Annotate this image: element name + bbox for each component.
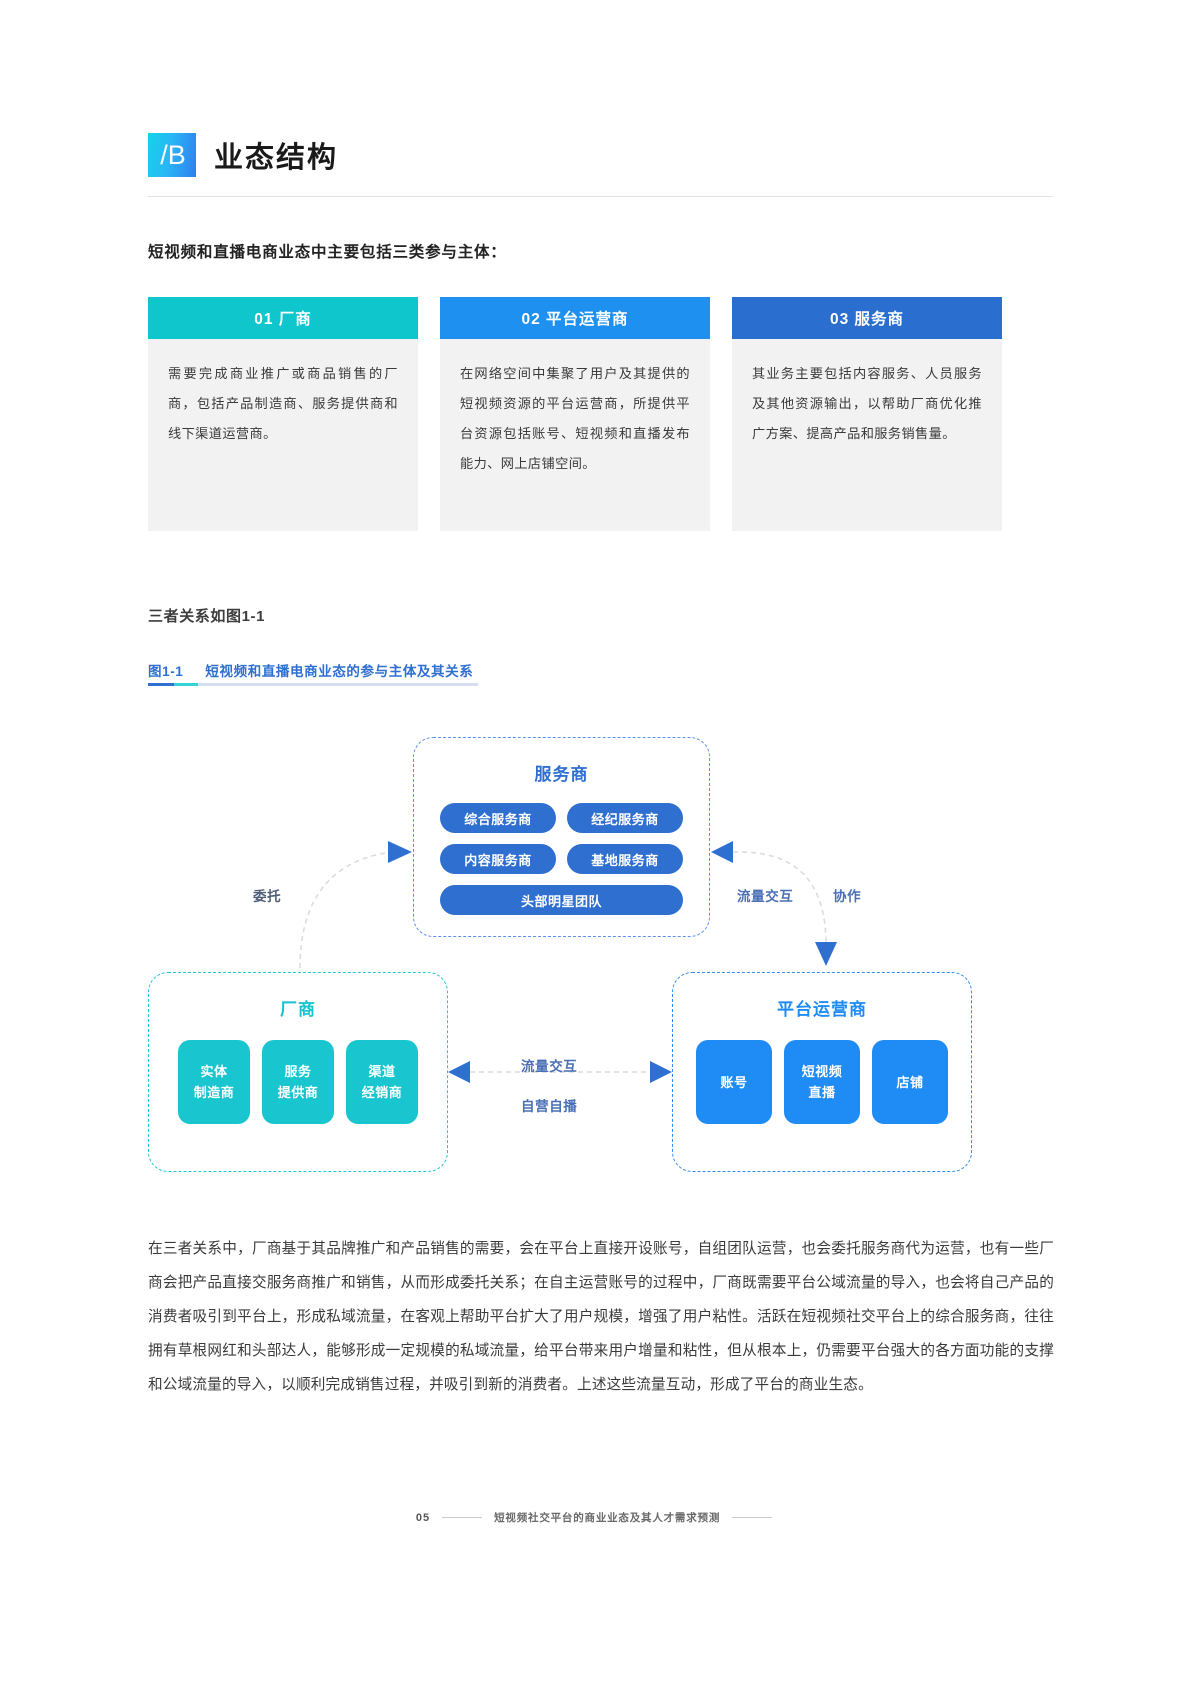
participant-cards: 01 厂商 需要完成商业推广或商品销售的厂商，包括产品制造商、服务提供商和线下渠… bbox=[148, 297, 1002, 531]
body-paragraph: 在三者关系中，厂商基于其品牌推广和产品销售的需要，会在平台上直接开设账号，自组团… bbox=[148, 1241, 1054, 1393]
figure-caption-rule bbox=[148, 683, 478, 686]
diagram-service-provider-title: 服务商 bbox=[534, 765, 589, 784]
footer-title: 短视频社交平台的商业业态及其人才需求预测 bbox=[494, 1512, 721, 1524]
diagram-tile-entity-manufacturer: 实体 制造商 bbox=[178, 1040, 250, 1124]
section-header: /B 业态结构 bbox=[148, 133, 338, 177]
diagram-tile-account: 账号 bbox=[696, 1040, 772, 1124]
card-service-provider-header: 03 服务商 bbox=[732, 297, 1002, 339]
relationship-diagram: 服务商 综合服务商 经纪服务商 内容服务商 基地服务商 头部明星团队 厂商 实体… bbox=[0, 700, 1200, 1200]
figure-intro-text: 三者关系如图1-1 bbox=[148, 608, 266, 625]
diagram-service-provider-box: 服务商 综合服务商 经纪服务商 内容服务商 基地服务商 头部明星团队 bbox=[413, 737, 710, 937]
diagram-pill-star-team: 头部明星团队 bbox=[440, 885, 683, 915]
diagram-pill-content-service: 内容服务商 bbox=[440, 844, 556, 874]
footer-divider-right bbox=[732, 1517, 773, 1518]
diagram-label-traffic-exchange-right: 流量交互 bbox=[737, 889, 794, 904]
tile-line-2: 提供商 bbox=[277, 1085, 319, 1100]
tile-line-1: 渠道 bbox=[368, 1064, 396, 1079]
tile-line-1: 实体 bbox=[200, 1064, 228, 1079]
footer-divider bbox=[442, 1517, 483, 1518]
card-platform-operator: 02 平台运营商 在网络空间中集聚了用户及其提供的短视频资源的平台运营商，所提供… bbox=[440, 297, 710, 531]
tile-line-1: 服务 bbox=[284, 1064, 312, 1079]
footer-page-number: 05 bbox=[415, 1511, 431, 1524]
diagram-tile-store: 店铺 bbox=[872, 1040, 948, 1124]
diagram-manufacturer-title: 厂商 bbox=[280, 1000, 316, 1019]
diagram-tile-channel-distributor: 渠道 经销商 bbox=[346, 1040, 418, 1124]
card-platform-operator-body: 在网络空间中集聚了用户及其提供的短视频资源的平台运营商，所提供平台资源包括账号、… bbox=[440, 339, 710, 531]
lead-text: 短视频和直播电商业态中主要包括三类参与主体： bbox=[148, 244, 507, 261]
figure-caption: 图1-1 短视频和直播电商业态的参与主体及其关系 bbox=[148, 660, 473, 680]
caption-rule-seg-teal bbox=[174, 683, 198, 686]
diagram-manufacturer-box: 厂商 实体 制造商 服务 提供商 渠道 经销商 bbox=[148, 972, 448, 1172]
page-footer: 05 短视频社交平台的商业业态及其人才需求预测 bbox=[0, 1510, 1200, 1525]
diagram-connectors bbox=[299, 841, 837, 1083]
card-platform-operator-header: 02 平台运营商 bbox=[440, 297, 710, 339]
card-manufacturer: 01 厂商 需要完成商业推广或商品销售的厂商，包括产品制造商、服务提供商和线下渠… bbox=[148, 297, 418, 531]
tile-line-2: 制造商 bbox=[193, 1085, 235, 1100]
card-manufacturer-header: 01 厂商 bbox=[148, 297, 418, 339]
card-manufacturer-body: 需要完成商业推广或商品销售的厂商，包括产品制造商、服务提供商和线下渠道运营商。 bbox=[148, 339, 418, 531]
diagram-tile-short-video-live: 短视频 直播 bbox=[784, 1040, 860, 1124]
tile-line-1: 店铺 bbox=[896, 1074, 924, 1090]
header-divider bbox=[148, 196, 1053, 197]
diagram-platform-operator-box: 平台运营商 账号 短视频 直播 店铺 bbox=[672, 972, 972, 1172]
caption-rule-seg-light bbox=[198, 683, 478, 686]
figure-caption-text: 短视频和直播电商业态的参与主体及其关系 bbox=[205, 664, 474, 679]
diagram-pill-agency-service: 经纪服务商 bbox=[567, 803, 683, 833]
diagram-label-entrust: 委托 bbox=[253, 889, 282, 904]
tile-line-1: 账号 bbox=[720, 1074, 748, 1090]
diagram-service-provider-items: 综合服务商 经纪服务商 内容服务商 基地服务商 头部明星团队 bbox=[414, 803, 709, 915]
section-badge-label: /B bbox=[160, 139, 186, 170]
card-service-provider-body: 其业务主要包括内容服务、人员服务及其他资源输出，以帮助厂商优化推广方案、提高产品… bbox=[732, 339, 1002, 531]
tile-line-2: 经销商 bbox=[361, 1085, 403, 1100]
diagram-platform-operator-tiles: 账号 短视频 直播 店铺 bbox=[673, 1040, 971, 1124]
diagram-label-cooperate: 协作 bbox=[833, 889, 862, 904]
page-title: 业态结构 bbox=[214, 142, 339, 174]
diagram-pill-comprehensive-service: 综合服务商 bbox=[440, 803, 556, 833]
figure-caption-number: 图1-1 bbox=[148, 664, 184, 679]
diagram-label-traffic-exchange-mid: 流量交互 bbox=[521, 1059, 578, 1074]
tile-line-1: 短视频 bbox=[801, 1064, 843, 1079]
caption-rule-seg-blue bbox=[148, 683, 174, 686]
card-service-provider: 03 服务商 其业务主要包括内容服务、人员服务及其他资源输出，以帮助厂商优化推广… bbox=[732, 297, 1002, 531]
tile-line-2: 直播 bbox=[808, 1085, 836, 1100]
diagram-platform-operator-title: 平台运营商 bbox=[777, 1000, 867, 1019]
section-badge: /B bbox=[148, 133, 196, 177]
diagram-manufacturer-tiles: 实体 制造商 服务 提供商 渠道 经销商 bbox=[149, 1040, 447, 1124]
diagram-pill-base-service: 基地服务商 bbox=[567, 844, 683, 874]
diagram-label-self-broadcast: 自营自播 bbox=[521, 1099, 578, 1114]
diagram-tile-service-provider: 服务 提供商 bbox=[262, 1040, 334, 1124]
